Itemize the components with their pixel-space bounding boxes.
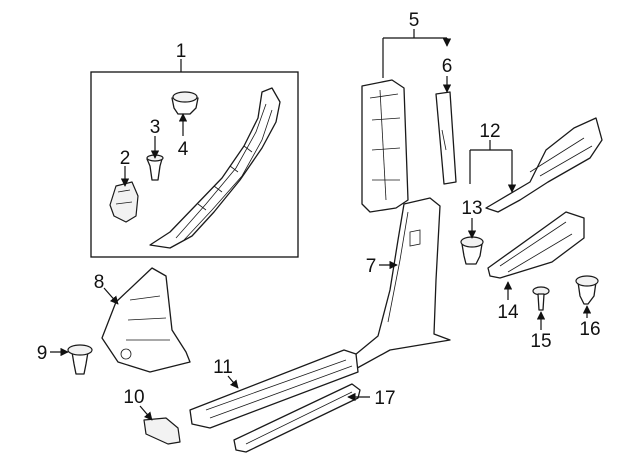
leader-11	[227, 375, 239, 389]
clip-part-13	[460, 236, 484, 265]
callout-17: 17	[374, 388, 395, 409]
callout-11: 11	[213, 357, 233, 378]
sill-plate-part-11	[189, 349, 359, 429]
group-box-1	[90, 71, 299, 258]
callout-15: 15	[530, 331, 551, 352]
leader-10	[139, 405, 153, 421]
b-pillar-lower-trim	[343, 197, 451, 373]
b-pillar-upper-trim	[361, 79, 409, 213]
callout-7: 7	[366, 256, 377, 277]
leader-8	[103, 287, 119, 305]
callout-13: 13	[461, 198, 482, 219]
callout-1: 1	[176, 41, 187, 62]
a-pillar-trim	[149, 87, 281, 249]
callout-4: 4	[178, 139, 189, 160]
callout-2: 2	[120, 148, 131, 169]
leader-5	[382, 29, 447, 78]
screw-part-15	[532, 286, 550, 311]
kick-panel-part-8	[101, 267, 191, 373]
clip-part-2	[109, 181, 139, 223]
callout-9: 9	[37, 343, 48, 364]
callout-5: 5	[409, 10, 420, 31]
quarter-trim-part-12	[485, 117, 603, 213]
callout-14: 14	[497, 302, 519, 323]
sill-molding-part-17	[233, 383, 361, 453]
push-clip-part-9	[67, 344, 93, 375]
lower-trim-part-14	[487, 211, 585, 279]
seal-strip-part-6	[435, 91, 457, 185]
retainer-part-3	[146, 154, 164, 181]
callout-3: 3	[150, 117, 161, 138]
callout-8: 8	[94, 272, 105, 293]
leader-12	[469, 140, 512, 192]
clip-part-16	[575, 275, 599, 305]
callout-16: 16	[579, 319, 600, 340]
grommet-part-4	[171, 91, 199, 115]
callout-6: 6	[442, 56, 453, 77]
callout-10: 10	[123, 387, 144, 408]
callout-12: 12	[479, 121, 500, 142]
bracket-part-10	[143, 417, 181, 445]
